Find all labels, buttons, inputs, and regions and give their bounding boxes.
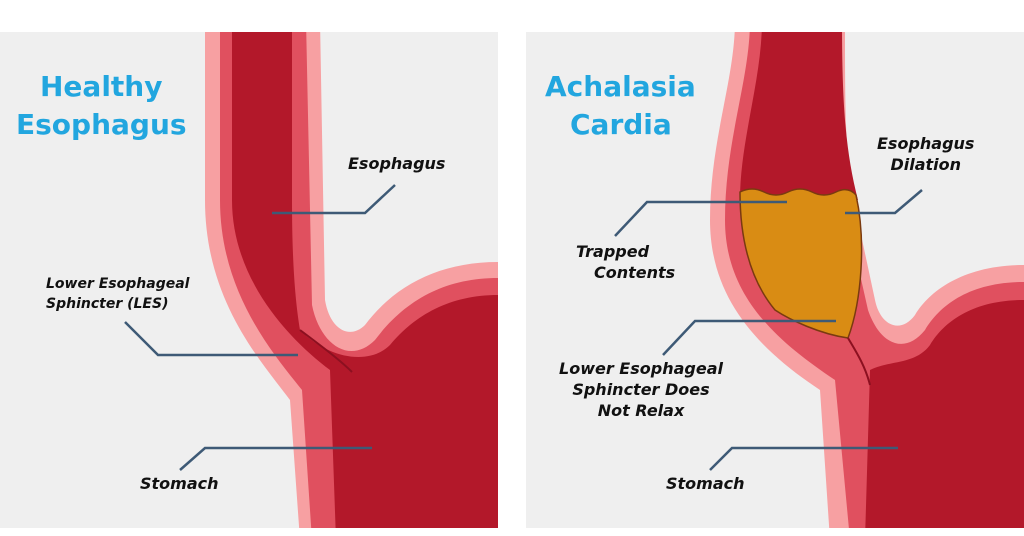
achalasia-title: Achalasia Cardia	[545, 68, 696, 144]
trapped-contents-shape	[739, 188, 863, 339]
label-dilation: Esophagus Dilation	[877, 133, 974, 175]
label-stomach: Stomach	[140, 474, 219, 493]
leader-stomach	[709, 446, 898, 471]
achalasia-leader-lines	[614, 189, 923, 471]
label-trapped-contents: Trapped Contents	[576, 241, 675, 283]
title-line: Esophagus	[16, 108, 187, 141]
label-line: Not Relax	[597, 401, 685, 420]
label-line: Esophagus	[877, 134, 975, 153]
label-line: Lower Esophageal	[46, 276, 190, 292]
leader-esophagus	[272, 184, 396, 215]
healthy-esophagus-illustration	[205, 32, 498, 528]
title-line: Cardia	[570, 108, 672, 141]
leader-stomach	[179, 446, 372, 471]
title-line: Healthy	[40, 70, 163, 103]
label-stomach-achalasia: Stomach	[666, 474, 745, 493]
healthy-leader-lines	[124, 184, 396, 471]
title-line: Achalasia	[545, 70, 696, 103]
leader-les	[124, 321, 298, 357]
label-esophagus: Esophagus	[348, 154, 446, 173]
label-line: Dilation	[890, 155, 961, 174]
leader-les	[662, 319, 836, 356]
label-les-not-relax: Lower Esophageal Sphincter Does Not Rela…	[546, 358, 736, 421]
achalasia-esophagus-illustration	[710, 32, 1024, 528]
label-line: Lower Esophageal	[559, 359, 723, 378]
label-line: Contents	[594, 263, 676, 282]
label-les: Lower Esophageal Sphincter (LES)	[46, 274, 189, 314]
leader-dilation	[845, 189, 923, 215]
healthy-title: Healthy Esophagus	[16, 68, 187, 144]
label-line: Trapped	[576, 242, 650, 261]
leader-trapped	[614, 200, 787, 237]
label-line: Sphincter Does	[572, 380, 710, 399]
label-line: Sphincter (LES)	[46, 296, 169, 312]
